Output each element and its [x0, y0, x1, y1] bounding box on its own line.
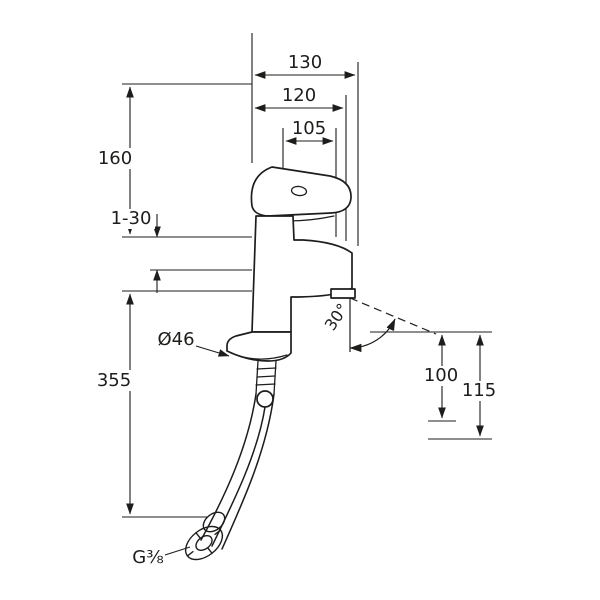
dim-label-105: 105 — [292, 118, 326, 139]
supply-hoses — [200, 393, 275, 550]
spray-angle-construction — [349, 297, 437, 353]
dim-label-angle-30: 30° — [321, 300, 353, 334]
dim-label-160: 160 — [98, 148, 132, 169]
dim-label-thread-g38: G⅜ — [132, 547, 163, 568]
dim-label-1-30: 1-30 — [111, 208, 152, 229]
base-escutcheon — [226, 331, 292, 362]
faucet-lever-handle — [250, 166, 352, 217]
mounting-nut — [184, 511, 226, 561]
dim-label-355: 355 — [97, 370, 131, 391]
faucet-illustration — [184, 166, 356, 561]
threaded-shank — [255, 360, 277, 395]
dim-label-130: 130 — [288, 52, 322, 73]
check-valve — [256, 390, 274, 408]
aerator — [330, 288, 356, 299]
handle-indicator-dot — [290, 185, 308, 197]
faucet-body-spout — [251, 215, 353, 333]
dimension-lines — [126, 71, 484, 556]
dim-label-100: 100 — [424, 365, 458, 386]
dimension-labels: 130 120 105 160 1-30 Ø46 355 30° 100 115… — [97, 52, 496, 568]
dim-label-diameter-46: Ø46 — [157, 329, 194, 350]
dim-label-120: 120 — [282, 85, 316, 106]
dim-label-115: 115 — [462, 380, 496, 401]
label-backers — [94, 148, 499, 401]
